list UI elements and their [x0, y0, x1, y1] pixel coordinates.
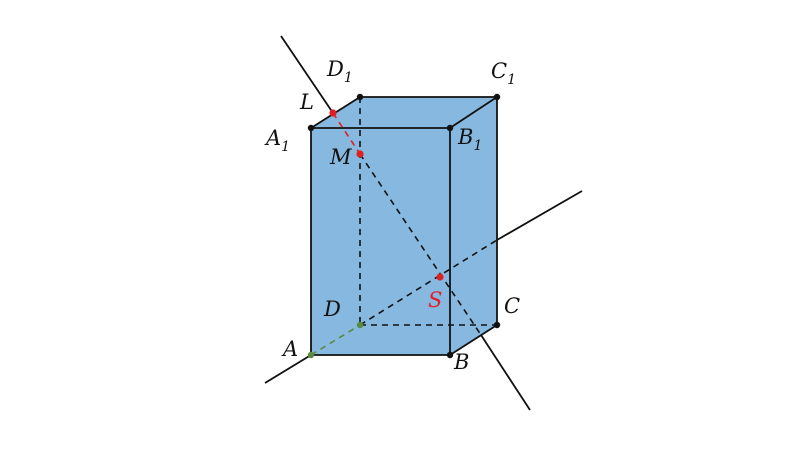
label-A1: A1 [264, 126, 290, 155]
line-LS-red-segment [332, 112, 361, 155]
label-M: M [329, 145, 352, 169]
vertex-D1 [356, 93, 364, 101]
label-B: B [453, 350, 469, 374]
label-C: C [504, 294, 520, 318]
vertex-C [493, 321, 501, 329]
edge-AD-hidden [310, 324, 361, 356]
vertex-B1 [446, 124, 454, 132]
edge-B1C1 [449, 96, 498, 129]
line-through-A-hidden [359, 239, 498, 326]
front-face [311, 128, 450, 355]
label-S: S [428, 288, 442, 312]
label-B1: B1 [457, 125, 482, 154]
vertex-D [356, 321, 364, 329]
label-L: L [299, 90, 314, 114]
side-face-right [450, 97, 497, 355]
line-LS-lower [480, 334, 531, 411]
label-D1: D1 [326, 57, 353, 86]
label-C1: C1 [491, 59, 516, 88]
top-face [311, 97, 497, 128]
point-S [436, 273, 444, 281]
line-through-A-upper [496, 190, 583, 241]
vertex-A [307, 351, 315, 359]
point-M [356, 150, 364, 158]
label-A: A [281, 337, 298, 361]
edge-BC [449, 324, 498, 356]
vertex-B [446, 351, 454, 359]
line-LS-upper [280, 35, 334, 114]
vertex-C1 [493, 93, 501, 101]
line-through-A-lower [264, 354, 312, 384]
vertex-A1 [307, 124, 315, 132]
line-LS-hidden [359, 153, 482, 336]
label-D: D [323, 297, 341, 321]
point-L [329, 109, 337, 117]
